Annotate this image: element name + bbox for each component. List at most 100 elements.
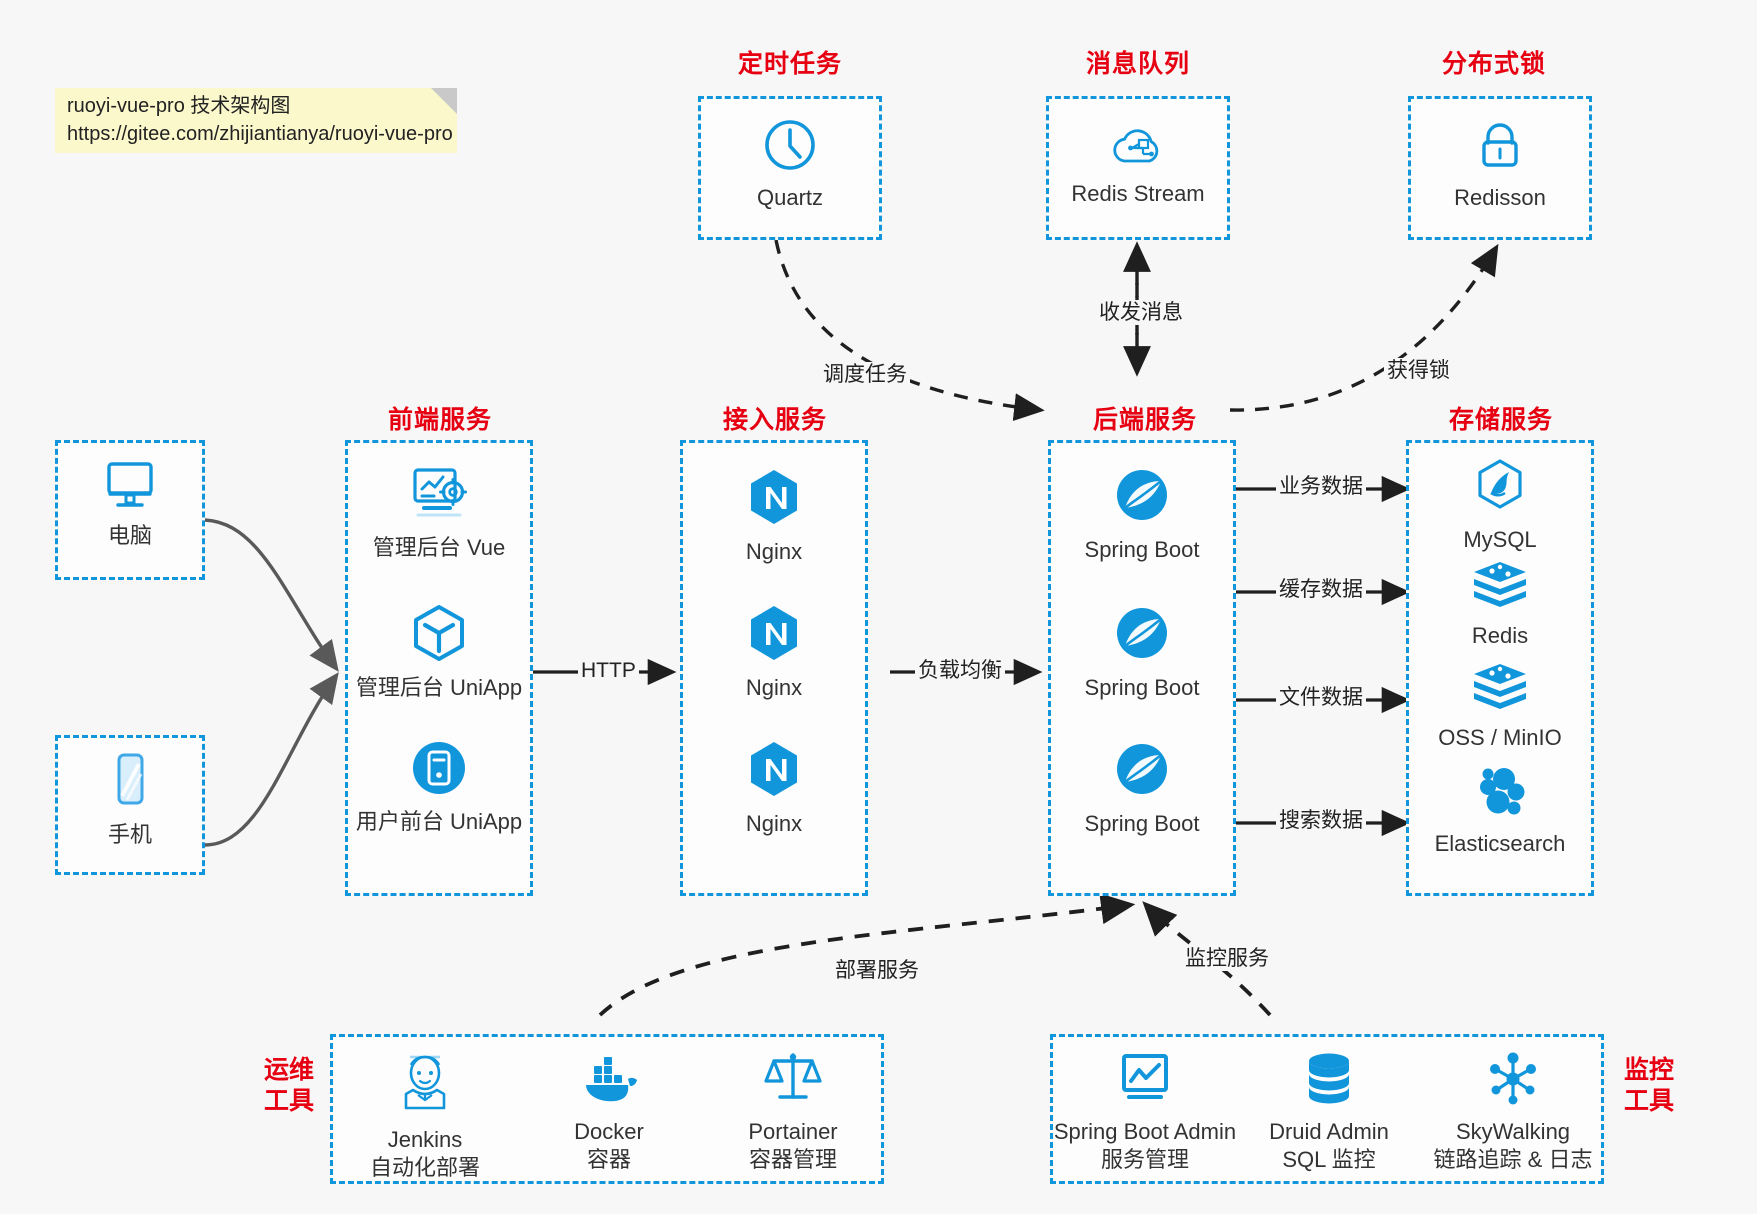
edge-phone-to-frontend bbox=[204, 672, 339, 847]
group-title-gateway: 接入服务 bbox=[722, 406, 827, 434]
node-mysql[interactable]: MySQL bbox=[1409, 457, 1591, 554]
node-label: OSS / MinIO bbox=[1438, 725, 1562, 750]
monitor-title-line-1: 监控 bbox=[1623, 1056, 1674, 1084]
node-label: Redisson bbox=[1454, 185, 1546, 210]
group-client-pc: 电脑 bbox=[55, 440, 205, 580]
node-label: Spring Boot bbox=[1084, 675, 1200, 700]
node-label: MySQL bbox=[1463, 527, 1537, 552]
node-label: Elasticsearch bbox=[1434, 831, 1566, 856]
group-scheduled-task: Quartz bbox=[698, 96, 882, 240]
nginx-icon bbox=[745, 467, 803, 532]
group-title-message-queue: 消息队列 bbox=[1085, 50, 1190, 78]
node-label: Redis Stream bbox=[1071, 181, 1205, 206]
note-fold-icon bbox=[431, 88, 457, 114]
node-user-uniapp[interactable]: 用户前台 UniApp bbox=[348, 739, 530, 836]
node-label: SkyWalking bbox=[1455, 1119, 1571, 1144]
group-message-queue: Redis Stream bbox=[1046, 96, 1230, 240]
group-title-frontend: 前端服务 bbox=[387, 406, 492, 434]
node-spring-boot-1[interactable]: Spring Boot bbox=[1051, 465, 1233, 564]
node-docker[interactable]: Docker 容器 bbox=[517, 1055, 701, 1173]
group-gateway: Nginx Nginx Nginx bbox=[680, 440, 868, 896]
node-label: Jenkins bbox=[387, 1127, 463, 1152]
edge-pc-to-frontend bbox=[204, 518, 339, 672]
node-spring-boot-3[interactable]: Spring Boot bbox=[1051, 739, 1233, 838]
group-title-devops: 运维 工具 bbox=[258, 1055, 320, 1118]
node-nginx-3[interactable]: Nginx bbox=[683, 739, 865, 838]
node-portainer[interactable]: Portainer 容器管理 bbox=[701, 1049, 885, 1173]
node-druid-admin[interactable]: Druid Admin SQL 监控 bbox=[1237, 1051, 1421, 1173]
spring-boot-icon bbox=[1112, 465, 1172, 530]
phone-icon bbox=[108, 752, 152, 815]
group-title-storage: 存储服务 bbox=[1448, 406, 1553, 434]
nginx-icon bbox=[745, 739, 803, 804]
node-sublabel: 服务管理 bbox=[1100, 1146, 1189, 1172]
node-label: Spring Boot bbox=[1084, 811, 1200, 836]
group-title-distributed-lock: 分布式锁 bbox=[1441, 50, 1546, 78]
node-admin-uniapp[interactable]: 管理后台 UniApp bbox=[348, 603, 530, 702]
node-label: 管理后台 Vue bbox=[372, 535, 506, 560]
group-monitor: Spring Boot Admin 服务管理 Druid Admin SQL 监… bbox=[1050, 1034, 1604, 1184]
mobile-app-icon bbox=[410, 739, 468, 802]
group-storage: MySQL Redis bbox=[1406, 440, 1594, 896]
sticky-note: ruoyi-vue-pro 技术架构图 https://gitee.com/zh… bbox=[55, 88, 457, 153]
edge-label-http: HTTP bbox=[578, 658, 639, 684]
edge-label-load-balance: 负载均衡 bbox=[915, 658, 1005, 684]
edge-label-acquire-lock: 获得锁 bbox=[1384, 358, 1453, 384]
note-line-2: https://gitee.com/zhijiantianya/ruoyi-vu… bbox=[67, 123, 453, 145]
node-skywalking[interactable]: SkyWalking 链路追踪 & 日志 bbox=[1421, 1051, 1605, 1173]
elasticsearch-icon bbox=[1471, 763, 1529, 824]
node-redis-stream[interactable]: Redis Stream bbox=[1049, 121, 1227, 208]
node-label: Spring Boot bbox=[1084, 537, 1200, 562]
node-spring-boot-admin[interactable]: Spring Boot Admin 服务管理 bbox=[1053, 1051, 1237, 1173]
node-label: Druid Admin bbox=[1269, 1119, 1389, 1144]
node-pc[interactable]: 电脑 bbox=[58, 459, 202, 550]
node-oss-minio[interactable]: OSS / MinIO bbox=[1409, 661, 1591, 752]
devops-title-line-2: 工具 bbox=[263, 1087, 314, 1116]
group-client-phone: 手机 bbox=[55, 735, 205, 875]
edge-label-search-data: 搜索数据 bbox=[1276, 808, 1366, 834]
node-label: Nginx bbox=[745, 675, 803, 700]
node-label: Docker bbox=[574, 1119, 644, 1144]
edge-label-file-data: 文件数据 bbox=[1276, 685, 1366, 711]
oss-icon bbox=[1470, 661, 1530, 718]
cloud-stream-icon bbox=[1109, 121, 1167, 174]
node-redis[interactable]: Redis bbox=[1409, 559, 1591, 650]
edge-backend-to-lock bbox=[1229, 243, 1499, 412]
node-label: Quartz bbox=[756, 185, 824, 210]
group-title-backend: 后端服务 bbox=[1092, 406, 1197, 434]
edge-label-schedule-task: 调度任务 bbox=[820, 362, 910, 388]
node-label: 用户前台 UniApp bbox=[355, 809, 523, 834]
node-elasticsearch[interactable]: Elasticsearch bbox=[1409, 763, 1591, 858]
node-nginx-1[interactable]: Nginx bbox=[683, 467, 865, 566]
group-devops: Jenkins 自动化部署 Docker bbox=[330, 1034, 884, 1184]
group-title-monitor: 监控 工具 bbox=[1618, 1055, 1680, 1118]
group-frontend: 管理后台 Vue 管理后台 UniApp bbox=[345, 440, 533, 896]
node-phone[interactable]: 手机 bbox=[58, 752, 202, 849]
edge-label-deploy-service: 部署服务 bbox=[832, 958, 922, 984]
node-sublabel: 链路追踪 & 日志 bbox=[1433, 1146, 1593, 1172]
group-backend: Spring Boot Spring Boot Spring Boot bbox=[1048, 440, 1236, 896]
node-nginx-2[interactable]: Nginx bbox=[683, 603, 865, 702]
edge-label-monitor-service: 监控服务 bbox=[1182, 946, 1272, 972]
node-label: Redis bbox=[1471, 623, 1529, 648]
edge-label-cache-data: 缓存数据 bbox=[1276, 577, 1366, 603]
node-admin-vue[interactable]: 管理后台 Vue bbox=[348, 465, 530, 562]
node-label: 手机 bbox=[107, 822, 152, 847]
node-jenkins[interactable]: Jenkins 自动化部署 bbox=[333, 1049, 517, 1181]
skywalking-icon bbox=[1484, 1051, 1542, 1112]
dashboard-gear-icon bbox=[408, 465, 470, 528]
database-icon bbox=[1302, 1051, 1356, 1112]
node-redisson[interactable]: Redisson bbox=[1411, 117, 1589, 212]
mysql-icon bbox=[1472, 457, 1528, 520]
monitor-title-line-2: 工具 bbox=[1623, 1087, 1674, 1116]
node-label: Nginx bbox=[745, 811, 803, 836]
spring-boot-icon bbox=[1112, 739, 1172, 804]
node-spring-boot-2[interactable]: Spring Boot bbox=[1051, 603, 1233, 702]
group-distributed-lock: Redisson bbox=[1408, 96, 1592, 240]
node-quartz[interactable]: Quartz bbox=[701, 117, 879, 212]
node-label: Portainer bbox=[748, 1119, 838, 1144]
nginx-icon bbox=[745, 603, 803, 668]
edge-label-business-data: 业务数据 bbox=[1276, 474, 1366, 500]
node-sublabel: 自动化部署 bbox=[369, 1154, 480, 1180]
